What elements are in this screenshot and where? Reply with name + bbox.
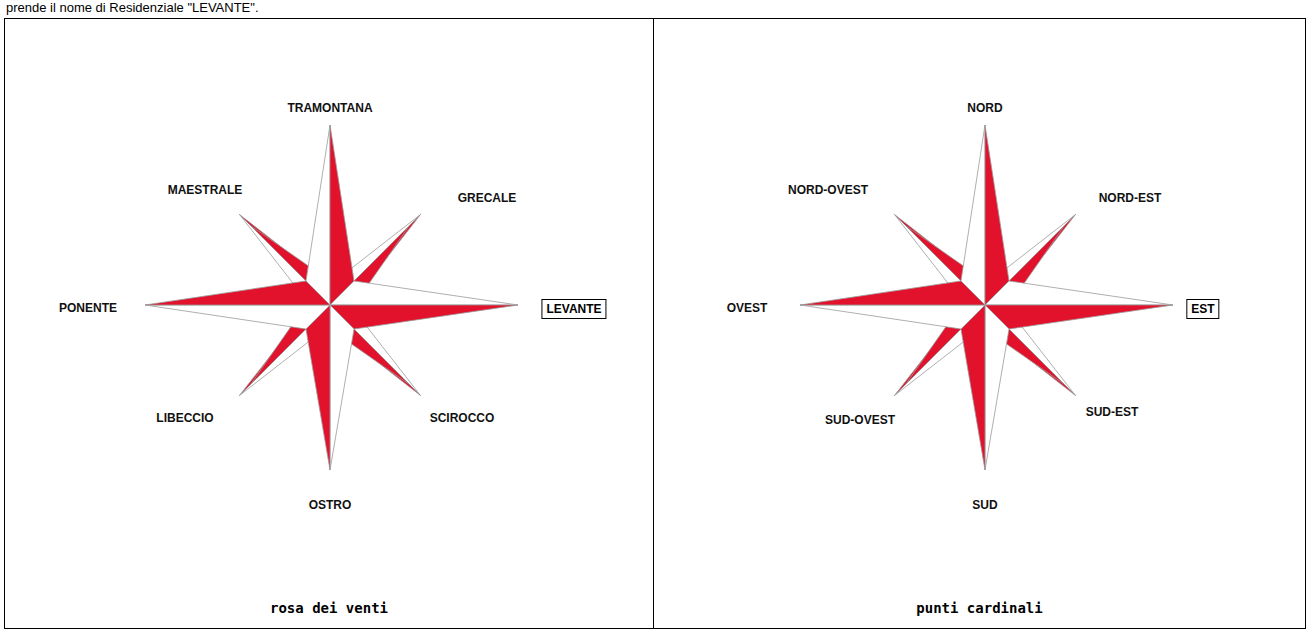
direction-label: PONENTE [59, 301, 117, 315]
direction-name: LEVANTE [546, 302, 601, 316]
highlight-box: EST [1186, 299, 1219, 319]
direction-label: OVEST [727, 301, 768, 315]
star-point [800, 305, 985, 329]
star-point [330, 305, 354, 470]
direction-name: EST [1191, 302, 1214, 316]
star-point [985, 305, 1173, 329]
star-point [800, 281, 985, 305]
star-point [145, 305, 330, 329]
star-point [985, 125, 1009, 305]
highlight-box: LEVANTE [541, 299, 606, 319]
panel-caption: rosa dei venti [5, 600, 653, 616]
direction-label: GRECALE [458, 191, 517, 205]
panel-caption: punti cardinali [654, 600, 1305, 616]
star-point [145, 281, 330, 305]
direction-label: SUD [972, 498, 997, 512]
direction-label: SUD-OVEST [825, 413, 895, 427]
star-point [985, 281, 1173, 305]
star-point [330, 281, 518, 305]
intro-text: prende il nome di Residenziale "LEVANTE"… [6, 0, 259, 15]
star-point [306, 125, 330, 305]
star-point [330, 125, 354, 305]
direction-label: TRAMONTANA [287, 101, 372, 115]
direction-label: NORD [967, 101, 1002, 115]
direction-label: NORD-OVEST [788, 183, 868, 197]
direction-label: SUD-EST [1086, 405, 1139, 419]
star-point [330, 305, 518, 329]
direction-label: LIBECCIO [156, 411, 213, 425]
direction-label: NORD-EST [1099, 191, 1162, 205]
direction-label: SCIROCCO [430, 411, 495, 425]
star-point [961, 125, 985, 305]
star-point [985, 305, 1009, 470]
direction-label: OSTRO [309, 498, 352, 512]
direction-label: MAESTRALE [168, 183, 243, 197]
star-point [961, 305, 985, 470]
star-point [306, 305, 330, 470]
